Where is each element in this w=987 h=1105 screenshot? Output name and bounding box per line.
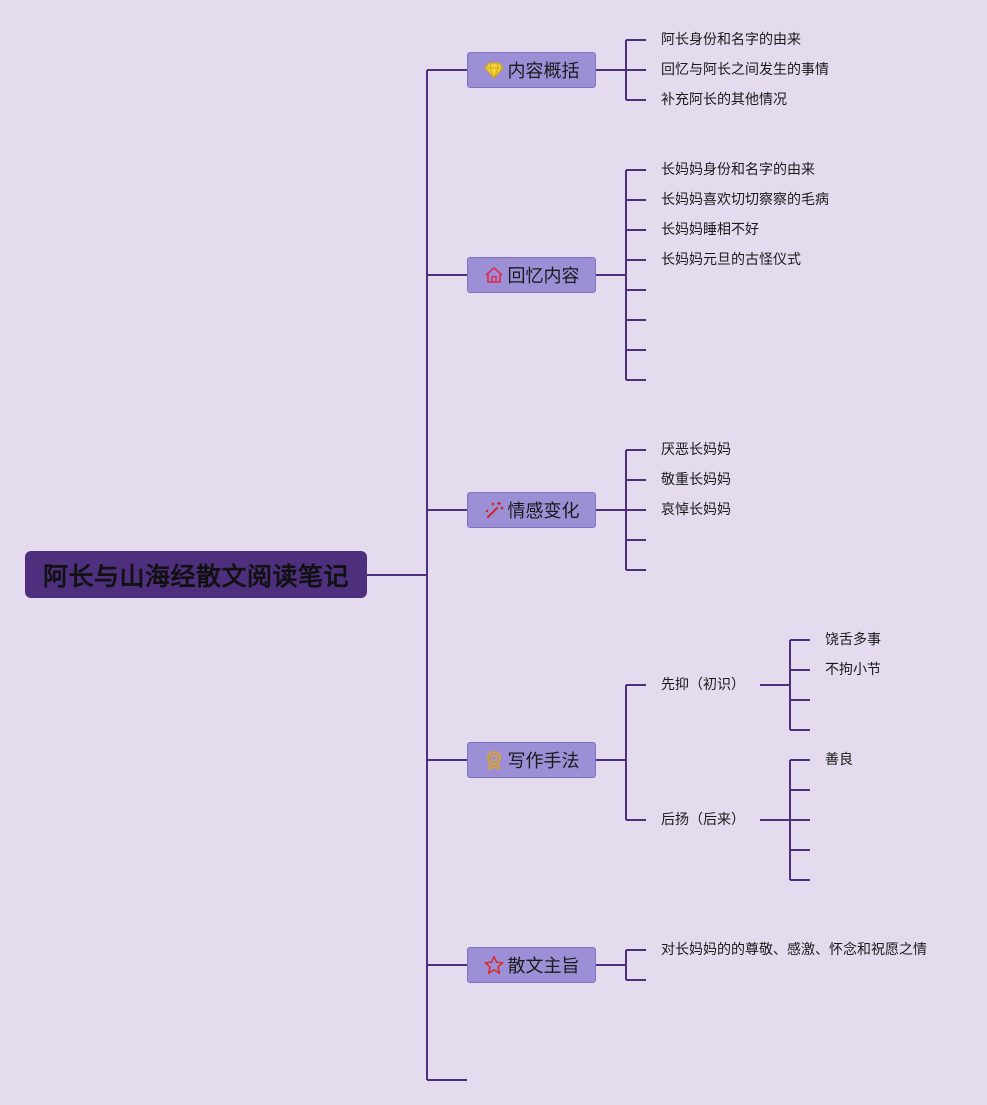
star-icon [483,955,504,975]
sub-topic-label[interactable]: 后扬（后来） [661,812,745,828]
leaf-item[interactable]: 长妈妈元旦的古怪仪式 [661,252,801,268]
leaf-item[interactable]: 厌恶长妈妈 [661,442,731,458]
branch-writing-technique[interactable]: 写作手法 [467,742,596,778]
leaf-item[interactable]: 善良 [825,752,853,768]
gem-icon [483,60,504,80]
leaf-item[interactable]: 补充阿长的其他情况 [661,92,787,108]
house-icon [484,265,504,285]
root-title: 阿长与山海经散文阅读笔记 [42,561,349,591]
leaf-item[interactable]: 不拘小节 [825,662,881,678]
branch-title: 写作手法 [507,751,580,772]
sub-topic-label[interactable]: 先抑（初识） [661,677,745,693]
leaf-item[interactable]: 长妈妈喜欢切切察察的毛病 [661,192,829,208]
root-topic[interactable]: 阿长与山海经散文阅读笔记 [25,551,367,598]
leaf-item[interactable]: 饶舌多事 [825,632,881,648]
magic-wand-icon [484,500,504,520]
branch-title: 内容概括 [507,61,580,82]
branch-title: 回忆内容 [507,266,580,287]
medal-icon [484,750,504,770]
leaf-item[interactable]: 敬重长妈妈 [661,472,731,488]
leaf-item[interactable]: 回忆与阿长之间发生的事情 [661,62,829,78]
leaf-item[interactable]: 对长妈妈的的尊敬、感激、怀念和祝愿之情 [661,942,927,958]
leaf-item[interactable]: 长妈妈睡相不好 [661,222,759,238]
leaf-item[interactable]: 阿长身份和名字的由来 [661,32,801,48]
branch-essay-theme[interactable]: 散文主旨 [467,947,596,983]
branch-content-summary[interactable]: 内容概括 [467,52,596,88]
branch-emotion-change[interactable]: 情感变化 [467,492,596,528]
branch-recall-content[interactable]: 回忆内容 [467,257,596,293]
branch-title: 散文主旨 [507,956,580,977]
leaf-item[interactable]: 长妈妈身份和名字的由来 [661,162,815,178]
leaf-item[interactable]: 哀悼长妈妈 [661,502,731,518]
branch-title: 情感变化 [507,501,580,522]
